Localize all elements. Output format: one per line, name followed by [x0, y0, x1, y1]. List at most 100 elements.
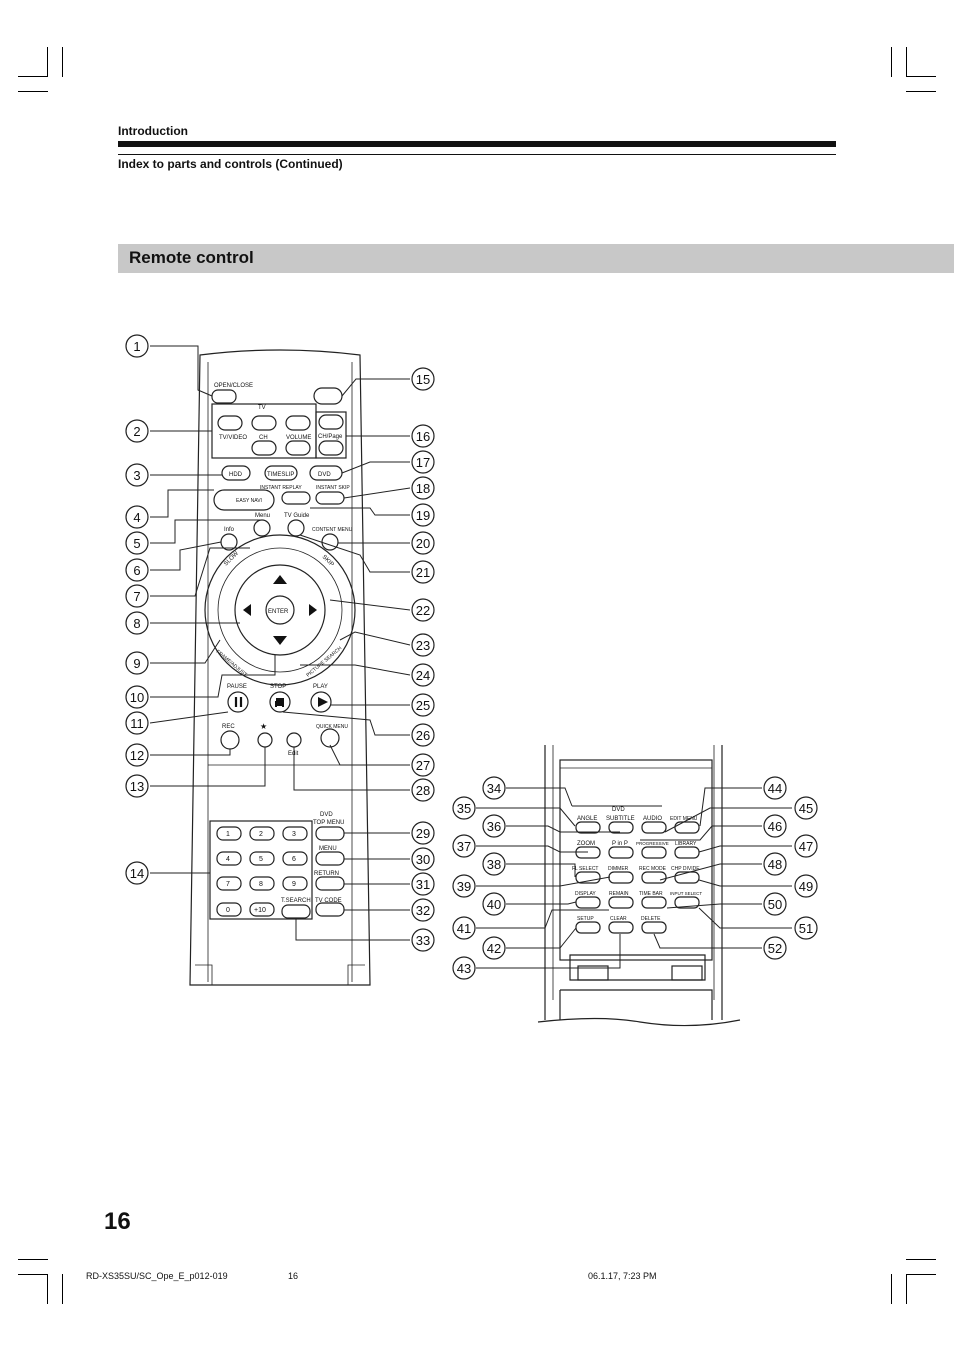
detail-label-dimmer: DIMMER — [608, 866, 629, 872]
callout-3: 3 — [133, 468, 140, 483]
key-7: 7 — [226, 881, 230, 888]
callout-1: 1 — [133, 339, 140, 354]
page-subtitle: Index to parts and controls (Continued) — [118, 157, 343, 171]
footer-file: RD-XS35SU/SC_Ope_E_p012-019 — [86, 1271, 228, 1281]
label-info: Info — [224, 527, 235, 533]
callout-50: 50 — [768, 897, 782, 912]
header-rule — [118, 141, 836, 147]
detail-label-angle: ANGLE — [577, 816, 597, 822]
callout-35: 35 — [457, 801, 471, 816]
callout-45: 45 — [799, 801, 813, 816]
key-2: 2 — [259, 831, 263, 838]
callout-16: 16 — [416, 429, 430, 444]
label-tv-video: TV/VIDEO — [219, 435, 247, 441]
callout-7: 7 — [133, 589, 140, 604]
detail-label-audio: AUDIO — [643, 816, 662, 822]
label-star: ★ — [260, 722, 267, 731]
section-label: Introduction — [118, 124, 188, 138]
callout-21: 21 — [416, 565, 430, 580]
detail-label-fl-select: FL SELECT — [572, 866, 599, 872]
callout-29: 29 — [416, 826, 430, 841]
callout-41: 41 — [457, 921, 471, 936]
label-dvd: DVD — [318, 472, 331, 478]
detail-label-input-select: INPUT SELECT — [670, 891, 702, 896]
detail-label-chp-divide: CHP DIVIDE — [671, 866, 700, 872]
key-8: 8 — [259, 881, 263, 888]
label-dvd-top-2: TOP MENU — [313, 820, 344, 826]
callout-28: 28 — [416, 783, 430, 798]
detail-label-edit-menu: EDIT MENU — [670, 816, 698, 822]
callout-38: 38 — [487, 857, 501, 872]
callout-20: 20 — [416, 536, 430, 551]
callout-49: 49 — [799, 879, 813, 894]
label-content-menu: CONTENT MENU — [312, 527, 353, 533]
label-volume: VOLUME — [286, 435, 311, 441]
callout-6: 6 — [133, 563, 140, 578]
callout-13: 13 — [130, 779, 144, 794]
label-dvd-top-1: DVD — [320, 812, 333, 818]
crop-mark — [906, 1259, 936, 1260]
callout-37: 37 — [457, 839, 471, 854]
detail-label-progressive: PROGRESSIVE — [636, 841, 669, 846]
detail-label-rec-mode: REC MODE — [639, 866, 667, 872]
callout-34: 34 — [487, 781, 501, 796]
callout-40: 40 — [487, 897, 501, 912]
callout-19: 19 — [416, 508, 430, 523]
label-stop: STOP — [270, 684, 286, 690]
detail-label-dvd: DVD — [612, 807, 625, 813]
callout-24: 24 — [416, 668, 430, 683]
detail-label-display: DISPLAY — [575, 891, 596, 897]
callout-2: 2 — [133, 424, 140, 439]
label-tv-guide: TV Guide — [284, 513, 310, 519]
crop-mark — [47, 1274, 48, 1304]
key-9: 9 — [292, 881, 296, 888]
label-ch: CH — [259, 435, 268, 441]
callout-17: 17 — [416, 455, 430, 470]
key-0: 0 — [226, 907, 230, 914]
callout-15: 15 — [416, 372, 430, 387]
crop-mark — [18, 1274, 48, 1275]
label-menu: Menu — [255, 513, 270, 519]
crop-mark — [18, 1259, 48, 1260]
label-dvd-menu: MENU — [319, 846, 337, 852]
crop-mark — [906, 1274, 936, 1275]
callout-8: 8 — [133, 616, 140, 631]
label-edit: Edit — [288, 751, 299, 757]
label-instant-replay: INSTANT REPLAY — [260, 485, 302, 491]
label-easy-navi: EASY NAVI — [236, 498, 262, 504]
callout-26: 26 — [416, 728, 430, 743]
page-number: 16 — [104, 1208, 131, 1235]
label-quick-menu: QUICK MENU — [316, 724, 348, 730]
crop-mark — [906, 91, 936, 92]
detail-label-time-bar: TIME BAR — [639, 891, 663, 897]
label-pause: PAUSE — [227, 684, 247, 690]
detail-label-subtitle: SUBTITLE — [606, 816, 635, 822]
label-play: PLAY — [313, 684, 328, 690]
detail-label-clear: CLEAR — [610, 916, 627, 922]
callout-9: 9 — [133, 656, 140, 671]
callout-25: 25 — [416, 698, 430, 713]
callout-48: 48 — [768, 857, 782, 872]
key-3: 3 — [292, 831, 296, 838]
label-tv: TV — [258, 405, 266, 411]
crop-mark — [62, 1274, 63, 1304]
crop-mark — [62, 47, 63, 77]
section-title: Remote control — [129, 248, 254, 267]
callout-23: 23 — [416, 638, 430, 653]
section-banner: Remote control — [118, 244, 954, 273]
key-5: 5 — [259, 856, 263, 863]
callout-10: 10 — [130, 690, 144, 705]
callout-14: 14 — [130, 866, 144, 881]
callout-18: 18 — [416, 481, 430, 496]
label-rec: REC — [222, 724, 235, 730]
crop-mark — [906, 1274, 907, 1304]
callout-32: 32 — [416, 903, 430, 918]
callout-52: 52 — [768, 941, 782, 956]
callout-4: 4 — [133, 510, 140, 525]
callout-31: 31 — [416, 877, 430, 892]
footer-page: 16 — [288, 1271, 299, 1281]
callout-39: 39 — [457, 879, 471, 894]
crop-mark — [891, 1274, 892, 1304]
label-tv-code: TV CODE — [315, 898, 342, 904]
crop-mark — [18, 91, 48, 92]
